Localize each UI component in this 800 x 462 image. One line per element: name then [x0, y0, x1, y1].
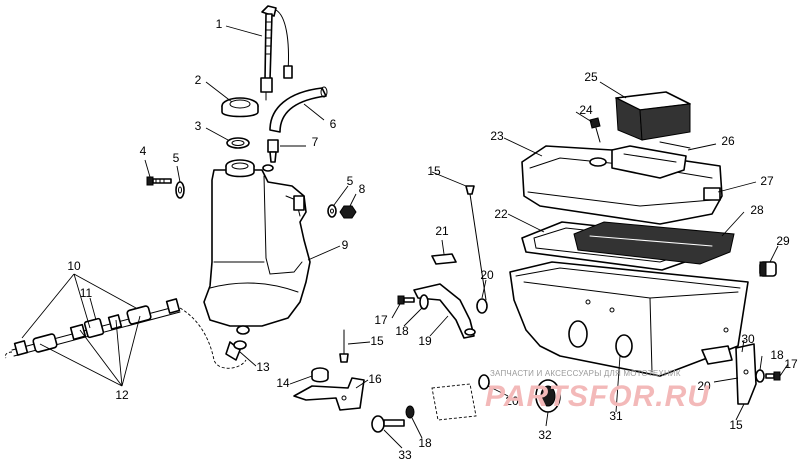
callout-30: 30	[741, 332, 755, 346]
callout-20-right: 20	[697, 379, 711, 393]
nut-right	[339, 205, 357, 219]
callout-23: 23	[490, 129, 504, 143]
bolt-vertical-15	[339, 329, 349, 363]
airbox-base	[509, 261, 749, 377]
callout-18-lower: 18	[418, 436, 432, 450]
callout-20-lower: 20	[505, 394, 519, 408]
rubber-bushing	[311, 367, 329, 383]
callout-1: 1	[215, 17, 223, 31]
callout-18: 18	[395, 324, 409, 338]
callout-17-right: 17	[784, 357, 798, 371]
callout-16: 16	[368, 372, 382, 386]
callout-21: 21	[435, 224, 449, 238]
callout-2: 2	[194, 73, 202, 87]
check-valve	[267, 139, 279, 163]
callout-31: 31	[609, 409, 623, 423]
callout-3: 3	[194, 119, 202, 133]
watermark-logo: PARTSFOR.RU	[485, 380, 710, 413]
clip-21	[431, 253, 457, 265]
callout-7: 7	[311, 135, 319, 149]
fuel-cap	[221, 97, 259, 118]
callout-9: 9	[341, 238, 349, 252]
cover-clip-27	[703, 187, 721, 201]
cap-gasket	[226, 137, 250, 149]
airbox-cover	[521, 145, 723, 225]
callout-13: 13	[256, 360, 270, 374]
mount-plate	[431, 383, 477, 421]
grommet-20	[476, 298, 488, 314]
callout-15-upper: 15	[427, 164, 441, 178]
tank-bracket	[293, 377, 365, 411]
callout-10: 10	[67, 259, 81, 273]
callout-17: 17	[374, 313, 388, 327]
clip-29	[759, 261, 777, 277]
callout-32: 32	[538, 428, 552, 442]
washer-left	[175, 181, 185, 199]
rod-15-upper	[465, 185, 487, 301]
callout-24: 24	[579, 103, 593, 117]
callout-28: 28	[750, 203, 764, 217]
vent-hose	[269, 86, 328, 133]
cover-seal-26	[659, 141, 691, 149]
callout-5: 5	[172, 151, 180, 165]
bolt-left	[146, 176, 172, 186]
washer-18-right	[755, 369, 765, 383]
fuel-line	[4, 298, 247, 369]
callout-15-lower: 15	[729, 418, 743, 432]
grommet-20-lower	[478, 374, 490, 390]
callout-20: 20	[480, 268, 494, 282]
foam-filter	[615, 91, 691, 141]
callout-11: 11	[79, 286, 93, 300]
callout-19: 19	[418, 334, 432, 348]
callout-15: 15	[370, 334, 384, 348]
screw-24	[589, 117, 601, 143]
airbox-bracket	[413, 283, 476, 339]
washer-18	[419, 294, 429, 310]
callout-29: 29	[776, 234, 790, 248]
callout-5-right: 5	[346, 174, 354, 188]
callout-26: 26	[721, 134, 735, 148]
washer-18-lower	[405, 405, 415, 419]
watermark-text: ЗАПЧАСТИ И АКСЕССУАРЫ ДЛЯ МОТОТЕХНИК	[490, 369, 681, 378]
bolt-33	[371, 415, 405, 433]
fuel-valve	[225, 340, 247, 361]
callout-27: 27	[760, 174, 774, 188]
bolt-17-right	[765, 371, 781, 381]
callout-8: 8	[358, 182, 366, 196]
callout-22: 22	[494, 207, 508, 221]
callout-6: 6	[329, 117, 337, 131]
washer-right	[327, 204, 337, 218]
callout-18-right: 18	[770, 348, 784, 362]
callout-33: 33	[398, 448, 412, 462]
callout-4: 4	[139, 144, 147, 158]
air-filter-element	[573, 221, 735, 265]
callout-12: 12	[115, 388, 129, 402]
callout-14: 14	[276, 376, 290, 390]
bolt-17	[397, 295, 415, 305]
bracket-30	[735, 343, 757, 405]
fuel-tank	[203, 159, 311, 335]
leader-lines	[21, 25, 789, 449]
fuel-gauge-sender	[260, 5, 293, 101]
callout-25: 25	[584, 70, 598, 84]
